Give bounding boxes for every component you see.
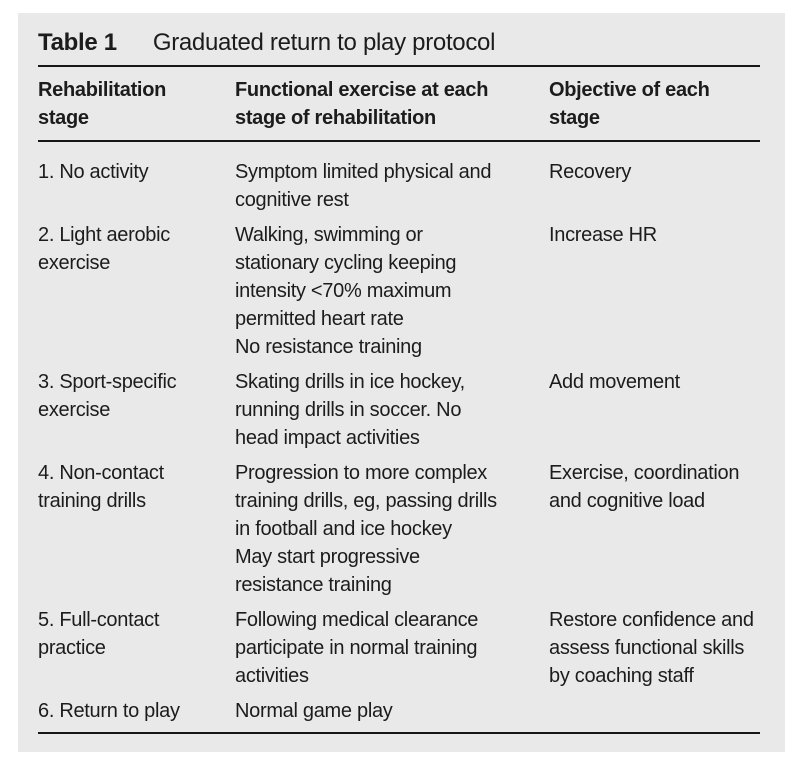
header-line: stage	[38, 107, 89, 129]
cell-stage: 1. No activity	[38, 158, 235, 214]
text-line: 1. No activity	[38, 161, 149, 183]
text-line: 5. Full-contact	[38, 609, 160, 631]
header-rule	[38, 140, 760, 142]
text-line: 3. Sport-specific	[38, 371, 177, 393]
cell-stage: 2. Light aerobic exercise	[38, 221, 235, 361]
text-line: exercise	[38, 399, 111, 421]
text-line: exercise	[38, 252, 111, 274]
header-line: stage	[549, 107, 600, 129]
column-header: Objective of each stage	[549, 76, 760, 132]
table-row: 6. Return to play Normal game play	[38, 697, 760, 725]
column-header: Functional exercise at each stage of reha…	[235, 76, 549, 132]
cell-stage: 4. Non-contact training drills	[38, 459, 235, 599]
cell-stage: 3. Sport-specific exercise	[38, 368, 235, 452]
cell-objective: Add movement	[549, 368, 760, 452]
cell-stage: 5. Full-contact practice	[38, 606, 235, 690]
cell-objective: Restore confidence and assess functional …	[549, 606, 760, 690]
table-row: 1. No activity Symptom limited physical a…	[38, 158, 760, 214]
text-line: Skating drills in ice hockey,	[235, 371, 465, 393]
table-row: 5. Full-contact practice Following medical…	[38, 606, 760, 690]
cell-stage: 6. Return to play	[38, 697, 235, 725]
table-row: 4. Non-contact training drills Progression…	[38, 459, 760, 599]
text-line: Following medical clearance	[235, 609, 479, 631]
text-line: 6. Return to play	[38, 700, 180, 722]
text-line: activities	[235, 665, 309, 687]
cell-objective: Exercise, coordination and cognitive load	[549, 459, 760, 599]
text-line: participate in normal training	[235, 637, 478, 659]
text-line: Walking, swimming or	[235, 224, 423, 246]
text-line: No resistance training	[235, 336, 422, 358]
text-line: Add movement	[549, 371, 680, 393]
text-line: in football and ice hockey	[235, 518, 452, 540]
text-line: training drills, eg, passing drills	[235, 490, 497, 512]
text-line: assess functional skills	[549, 637, 745, 659]
header-line: Objective of each	[549, 79, 710, 101]
table-number: Table 1	[38, 29, 117, 56]
text-line: Increase HR	[549, 224, 657, 246]
header-line: stage of rehabilitation	[235, 107, 436, 129]
bottom-rule	[38, 732, 760, 734]
text-line: and cognitive load	[549, 490, 705, 512]
cell-objective	[549, 697, 760, 725]
cell-objective: Increase HR	[549, 221, 760, 361]
text-line: Restore confidence and	[549, 609, 754, 631]
column-header: Rehabilitation stage	[38, 76, 235, 132]
text-line: training drills	[38, 490, 146, 512]
text-line: Symptom limited physical and	[235, 161, 492, 183]
title-rule	[38, 65, 760, 67]
text-line: by coaching staff	[549, 665, 694, 687]
text-line: Recovery	[549, 161, 632, 183]
table-row: 3. Sport-specific exercise Skating drills …	[38, 368, 760, 452]
cell-exercise: Skating drills in ice hockey, running dri…	[235, 368, 549, 452]
text-line: Exercise, coordination	[549, 462, 740, 484]
table-caption: Graduated return to play protocol	[152, 29, 496, 56]
cell-exercise: Symptom limited physical and cognitive re…	[235, 158, 549, 214]
text-line: 2. Light aerobic	[38, 224, 170, 246]
text-line: resistance training	[235, 574, 392, 596]
text-line: 4. Non-contact	[38, 462, 164, 484]
cell-exercise: Following medical clearance participate i…	[235, 606, 549, 690]
text-line: intensity <70% maximum	[235, 280, 452, 302]
text-line: head impact activities	[235, 427, 420, 449]
table-body: 1. No activity Symptom limited physical a…	[38, 158, 760, 725]
cell-objective: Recovery	[549, 158, 760, 214]
text-line: Normal game play	[235, 700, 393, 722]
header-line: Rehabilitation	[38, 79, 167, 101]
text-line: cognitive rest	[235, 189, 349, 211]
cell-exercise: Progression to more complex training dril…	[235, 459, 549, 599]
text-line: running drills in soccer. No	[235, 399, 462, 421]
text-line: stationary cycling keeping	[235, 252, 457, 274]
table-panel: Table 1 Graduated return to play protocol…	[18, 13, 785, 752]
cell-exercise: Walking, swimming or stationary cycling k…	[235, 221, 549, 361]
header-line: Functional exercise at each	[235, 79, 489, 101]
text-line: permitted heart rate	[235, 308, 404, 330]
cell-exercise: Normal game play	[235, 697, 549, 725]
table-row: 2. Light aerobic exercise Walking, swimmin…	[38, 221, 760, 361]
table-content: Table 1 Graduated return to play protocol…	[38, 13, 760, 734]
text-line: May start progressive	[235, 546, 420, 568]
table-title: Table 1 Graduated return to play protocol	[38, 13, 760, 59]
text-line: Progression to more complex	[235, 462, 488, 484]
text-line: practice	[38, 637, 106, 659]
